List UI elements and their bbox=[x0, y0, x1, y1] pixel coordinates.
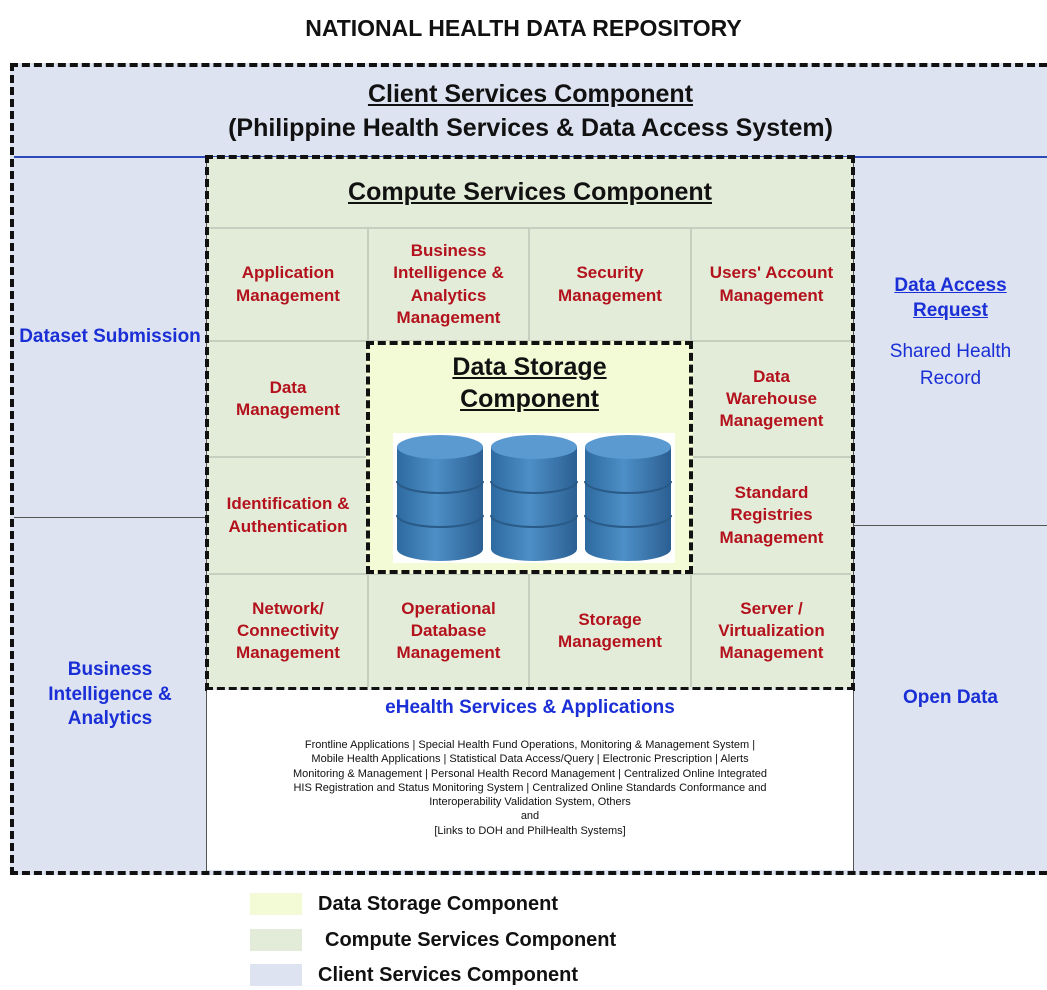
security-management-cell: Security Management bbox=[558, 263, 662, 305]
ehealth-area bbox=[207, 690, 853, 870]
shared-health-record-label: Shared Health Record bbox=[889, 341, 1012, 389]
network-connectivity-management-cell: Network/ Connectivity Management bbox=[236, 598, 340, 663]
legend-label-compute-services: Compute Services Component bbox=[325, 929, 617, 951]
legend-label-client-services: Client Services Component bbox=[318, 964, 579, 986]
data-storage-title-line2: Component bbox=[460, 385, 599, 413]
legend-swatch-data-storage bbox=[250, 893, 302, 915]
ehealth-line: and bbox=[520, 810, 540, 823]
database-cylinder-icon bbox=[584, 435, 672, 561]
ehealth-line: [Links to DOH and PhilHealth Systems] bbox=[434, 824, 626, 837]
repository-border bbox=[10, 63, 1047, 875]
data-management-cell: Data Management bbox=[236, 377, 340, 419]
compute-grid-line bbox=[209, 573, 851, 575]
ehealth-title: eHealth Services & Applications bbox=[385, 697, 675, 718]
legend-label-data-storage: Data Storage Component bbox=[318, 893, 559, 915]
ehealth-line: Monitoring & Management | Personal Healt… bbox=[292, 767, 768, 780]
database-icons-group bbox=[393, 433, 675, 563]
database-cylinder-icon bbox=[490, 435, 578, 561]
client-services-header: Client Services Component (Philippine He… bbox=[14, 68, 1047, 156]
ehealth-line: Frontline Applications | Special Health … bbox=[304, 739, 756, 751]
business-intelligence-label: Business Intelligence & Analytics bbox=[48, 658, 172, 730]
client-services-subtitle: (Philippine Health Services & Data Acces… bbox=[228, 114, 833, 142]
server-virtualization-management-cell: Server / Virtualization Management bbox=[718, 598, 825, 663]
application-management-cell: Application Management bbox=[236, 263, 340, 305]
legend-swatch-client-services bbox=[250, 964, 302, 986]
users-account-management-cell: Users' Account Management bbox=[709, 263, 834, 305]
legend-swatch-compute-services bbox=[250, 929, 302, 951]
dataset-submission-label: Dataset Submission bbox=[19, 326, 201, 348]
ehealth-line: HIS Registration and Status Monitoring S… bbox=[293, 781, 767, 794]
compute-grid-line bbox=[209, 227, 851, 229]
compute-services-title: Compute Services Component bbox=[348, 177, 712, 206]
data-access-request-link[interactable]: Data Access Request bbox=[894, 275, 1007, 321]
diagram-title: NATIONAL HEALTH DATA REPOSITORY bbox=[305, 14, 742, 41]
ehealth-line: Mobile Health Applications | Statistical… bbox=[311, 753, 749, 766]
compute-grid-line bbox=[528, 574, 530, 687]
storage-management-cell: Storage Management bbox=[558, 609, 662, 651]
compute-services-border bbox=[205, 155, 855, 691]
open-data-label: Open Data bbox=[902, 686, 999, 708]
bi-analytics-management-cell: Business Intelligence & Analytics Manage… bbox=[393, 241, 504, 327]
database-cylinder-icon bbox=[396, 435, 484, 561]
standard-registries-management-cell: Standard Registries Management bbox=[719, 483, 824, 547]
left-column-split bbox=[14, 517, 206, 518]
operational-database-management-cell: Operational Database Management bbox=[396, 598, 501, 663]
right-column-split bbox=[854, 525, 1047, 526]
database-icons-svg bbox=[396, 435, 672, 561]
data-storage-border bbox=[366, 341, 693, 574]
identification-authentication-cell: Identification & Authentication bbox=[226, 494, 350, 536]
ehealth-line: Interoperability Validation System, Othe… bbox=[429, 796, 631, 809]
data-access-block: Data Access Request Shared Health Record bbox=[854, 274, 1047, 414]
compute-grid-line bbox=[528, 229, 530, 341]
compute-grid-line bbox=[692, 456, 851, 458]
compute-grid-line bbox=[209, 456, 367, 458]
ehealth-description: Frontline Applications | Special Health … bbox=[222, 738, 838, 863]
data-warehouse-management-cell: Data Warehouse Management bbox=[719, 366, 824, 431]
data-storage-title-line1: Data Storage bbox=[452, 352, 607, 381]
data-storage-title: Data Storage Component bbox=[370, 347, 689, 419]
client-services-title: Client Services Component bbox=[367, 80, 694, 109]
